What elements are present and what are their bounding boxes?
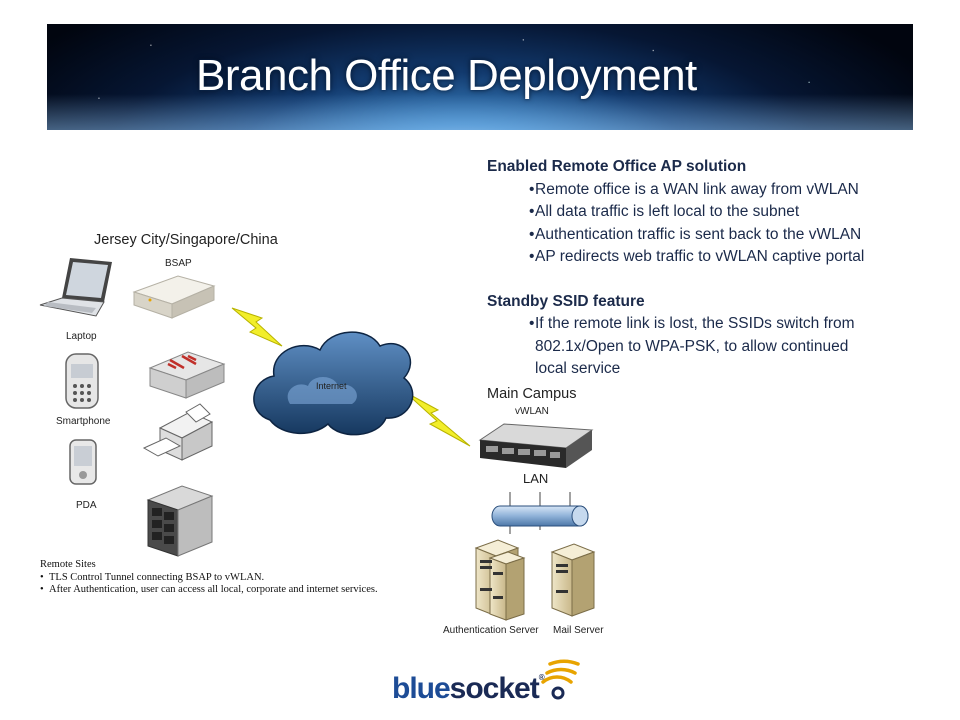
banner-earth-glow [47,94,913,130]
laptop-label: Laptop [66,331,97,342]
branch-site-label: Jersey City/Singapore/China [94,232,278,248]
pda-icon [69,439,97,485]
slide-title: Branch Office Deployment [196,51,697,100]
remote-sites-item: After Authentication, user can access al… [40,584,378,597]
bsap-label: BSAP [165,258,192,269]
internet-label: Internet [316,381,347,391]
pda-label: PDA [76,500,97,511]
section1-bullet: Remote office is a WAN link away from vW… [529,179,957,202]
mail-server-label: Mail Server [553,625,604,636]
auth-server-label: Authentication Server [443,625,539,636]
logo-trademark: ® [538,673,545,682]
wan-link-bolt-icon [404,391,471,447]
section2-bullets: If the remote link is lost, the SSIDs sw… [487,313,957,381]
lan-bus-icon [491,505,589,527]
feature-text: Enabled Remote Office AP solution Remote… [487,156,957,381]
section1-bullet: All data traffic is left local to the su… [529,201,957,224]
wan-link-bolt-icon [231,307,283,347]
bluesocket-logo: bluesocket® [392,672,545,705]
remote-sites-note: Remote Sites TLS Control Tunnel connecti… [40,559,378,597]
laptop-icon [39,258,112,317]
section2-bullet-cont: local service [535,360,621,377]
section2-heading: Standby SSID feature [487,292,645,310]
main-campus-label: Main Campus [487,386,577,402]
logo-text-blue: blue [392,672,451,705]
bsap-access-point-icon [132,275,216,319]
printer-icon [142,403,214,461]
router-icon [148,351,226,399]
smartphone-icon [65,353,99,409]
branch-server-icon [146,485,214,557]
section1-bullets: Remote office is a WAN link away from vW… [487,179,957,269]
bluesocket-wifi-dot [551,686,565,700]
remote-sites-heading: Remote Sites [40,559,96,570]
mail-server-icon [550,543,596,617]
vwlan-server-icon [478,423,594,468]
title-banner [47,24,913,130]
section2-bullet: If the remote link is lost, the SSIDs sw… [529,313,957,336]
section2-bullet-cont: 802.1x/Open to WPA-PSK, to allow continu… [535,337,849,355]
section1-bullet: Authentication traffic is sent back to t… [529,224,957,247]
section1-heading: Enabled Remote Office AP solution [487,158,747,175]
lan-label: LAN [523,471,549,486]
authentication-server-icon [474,539,526,621]
logo-text-socket: socket [449,672,540,705]
vwlan-label: vWLAN [515,406,549,417]
internet-cloud-icon [253,331,414,436]
bluesocket-wifi-icon [541,659,580,684]
section1-bullet: AP redirects web traffic to vWLAN captiv… [529,246,957,269]
remote-sites-list: TLS Control Tunnel connecting BSAP to vW… [40,572,378,597]
remote-sites-item: TLS Control Tunnel connecting BSAP to vW… [40,572,378,585]
smartphone-label: Smartphone [56,416,111,427]
